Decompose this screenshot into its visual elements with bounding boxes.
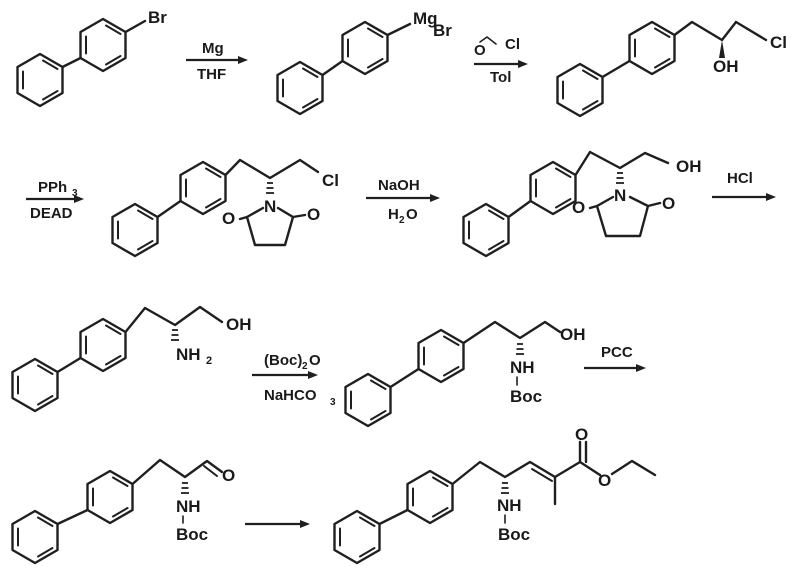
reagent-boc2o-o: O [309,352,321,369]
reaction-arrow-5: HCl [712,170,776,201]
hydroxyl-label: OH [676,157,702,176]
carbonyl-o-left: O [222,209,235,228]
chlorine-label: Cl [322,171,339,190]
reagent-boc2o: (Boc) [264,352,302,369]
reagent-thf: THF [197,66,226,83]
nitrogen-label: N [264,197,276,216]
chlorine-label: Cl [770,33,787,52]
reagent-epoxide-cl: Cl [505,36,520,53]
compound-succinimide-alcohol: OH N O O [462,150,702,258]
reagent-water-o: O [406,206,418,223]
reagent-mg: Mg [202,40,224,57]
amine-label: NH [176,345,201,364]
reagent-pcc: PCC [601,344,633,361]
compound-amino-alcohol: OH NH 2 [11,305,252,413]
boc-label: Boc [510,387,542,406]
reagent-pph3: PPh [38,179,67,196]
carbonyl-o-right: O [662,194,675,213]
reagent-dead: DEAD [30,205,73,222]
carbonyl-o-left: O [572,198,585,217]
bromine-label: Br [433,21,452,40]
compound-4-bromobiphenyl: Br [16,8,167,108]
reaction-arrow-7: PCC [584,344,646,372]
nh-label: NH [497,496,522,515]
compound-succinimide-chloride: Cl N O O [111,158,339,258]
magnesium-label: Mg [413,9,438,28]
amine-subscript: 2 [206,355,212,367]
reagent-naoh: NaOH [378,177,420,194]
carbonyl-o-right: O [307,205,320,224]
reaction-arrow-2: O Cl Tol [474,36,528,86]
ester-o: O [598,471,611,490]
ester-carbonyl-o: O [575,425,588,444]
boc-label: Boc [176,525,208,544]
reaction-arrow-6: (Boc) 2 O NaHCO 3 [252,352,336,408]
nh-label: NH [176,497,201,516]
reaction-arrow-1: Mg THF [186,40,248,83]
aldehyde-o-label: O [222,466,235,485]
reagent-pph3-subscript: 3 [72,188,78,199]
reagent-water-h: H [388,206,399,223]
reagent-nahco3: NaHCO [264,387,317,404]
reagent-boc2o-subscript: 2 [302,361,308,372]
hydroxyl-label: OH [226,315,252,334]
compound-unsaturated-ester: O O NH Boc [333,425,657,565]
reagent-tol: Tol [490,69,511,86]
compound-boc-amino-aldehyde: O NH Boc [11,458,235,565]
reaction-arrow-8 [245,520,310,528]
nitrogen-label: N [614,186,626,205]
reagent-hcl: HCl [727,170,753,187]
reagent-epoxide-o: O [474,42,486,59]
hydroxyl-label: OH [713,57,739,76]
bromine-label: Br [148,8,167,27]
boc-label: Boc [498,525,530,544]
compound-grignard: Mg Br [276,9,452,116]
compound-boc-amino-alcohol: OH NH Boc [344,320,586,428]
reagent-nahco3-subscript: 3 [330,397,336,408]
nh-label: NH [510,358,535,377]
reaction-arrow-3: PPh 3 DEAD [26,179,84,222]
hydroxyl-label: OH [560,325,586,344]
reagent-water-subscript: 2 [399,215,405,226]
compound-chlorohydrin: OH Cl [556,20,787,118]
reaction-arrow-4: NaOH H 2 O [366,177,440,226]
